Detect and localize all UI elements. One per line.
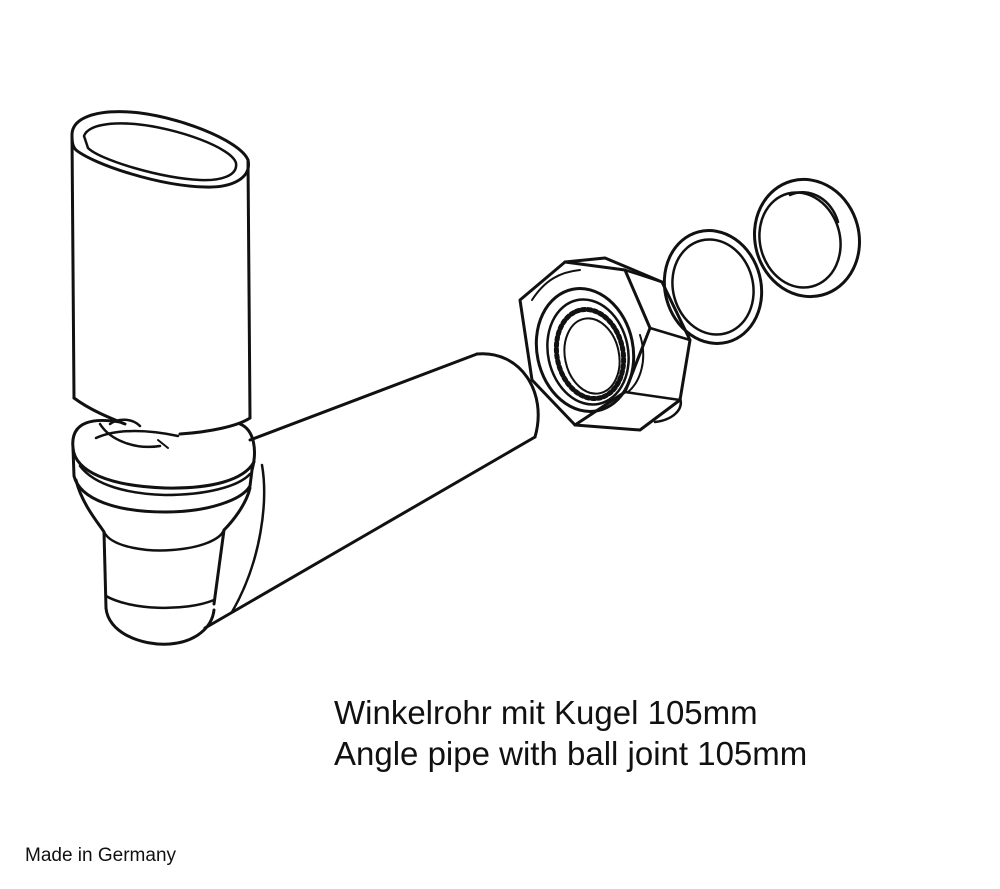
hex-union-nut-icon bbox=[518, 256, 692, 432]
oval-vertical-pipe bbox=[70, 110, 252, 436]
caption-english: Angle pipe with ball joint 105mm bbox=[334, 735, 808, 772]
origin-label: Made in Germany bbox=[25, 845, 177, 866]
caption-german: Winkelrohr mit Kugel 105mm bbox=[334, 694, 758, 731]
conical-sealing-ring-icon bbox=[753, 177, 861, 299]
angle-pipe-branch bbox=[203, 352, 540, 630]
flat-sealing-ring-icon bbox=[662, 229, 764, 345]
product-caption: Winkelrohr mit Kugel 105mm Angle pipe wi… bbox=[334, 692, 807, 774]
angle-pipe-with-ball-joint-icon bbox=[70, 110, 540, 646]
ball-socket-body bbox=[71, 418, 256, 646]
